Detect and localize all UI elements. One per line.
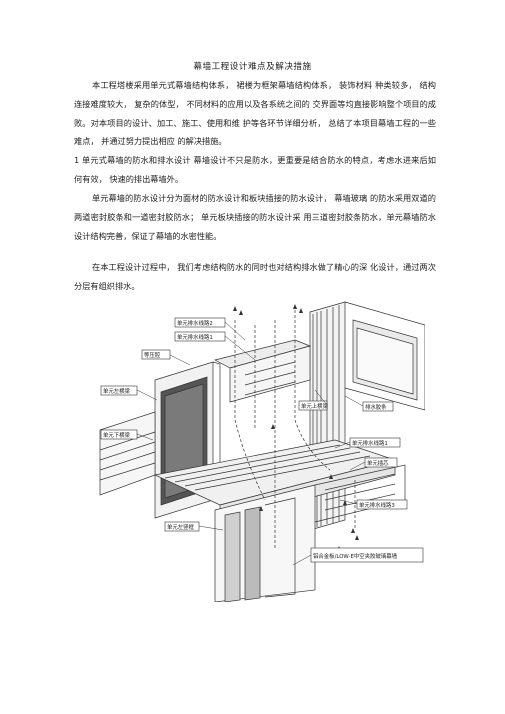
paragraph-1: 本工程塔楼采用单元式幕墙结构体系， 裙楼为框架幕墙结构体系， 装饰材料 种类较多… [74,80,436,147]
callout-pressure-chamber: 等压腔 [144,351,161,359]
callout-lower-beam: 单元下横梁 [103,431,131,439]
callout-drain-2: 单元排水线路2 [177,319,213,327]
callout-left-block: 单元左横梁 [103,387,131,395]
callout-drain-3: 单元排水线路3 [359,501,395,509]
paragraph-3: 单元幕墙的防水设计分为面材的防水设计和板块插接的防水设计， 幕墙玻璃 的防水采用… [74,193,436,241]
drainage-isometric-drawing: 单元排水线路2 单元排水线路1 等压腔 单元左横梁 单元下横梁 单元上横梁 排水… [99,301,425,602]
callout-left-rail: 单元左竖框 [167,523,195,531]
paragraph-2: 1 单元式幕墙的防水和排水设计 幕墙设计不只是防水，更重要是结合防水的特点，考虑… [74,155,436,184]
callout-drain-1: 单元排水线路1 [177,333,213,341]
callout-water-strip: 排水胶条 [365,403,387,411]
callout-drain-path: 单元排水线路1 [352,439,388,447]
paragraph-4: 在本工程设计过程中， 我们考虑结构防水的同时也对结构排水做了精心的深 化设计，通… [74,262,436,291]
callout-seal-strip: 单元上横梁 [301,402,329,410]
figure-callouts: 单元排水线路2 单元排水线路1 等压腔 单元左横梁 单元下横梁 单元上横梁 排水… [100,317,424,563]
curtain-wall-drainage-figure: 单元排水线路2 单元排水线路1 等压腔 单元左横梁 单元下横梁 单元上横梁 排水… [95,300,425,602]
callout-unit-plate: 单元插芯 [367,459,389,467]
callout-glass-note: 铝合金板/LOW-E中空夹胶玻璃幕墙 [313,552,398,560]
document-title: 幕墙工程设计难点及解决措施 [193,62,312,72]
